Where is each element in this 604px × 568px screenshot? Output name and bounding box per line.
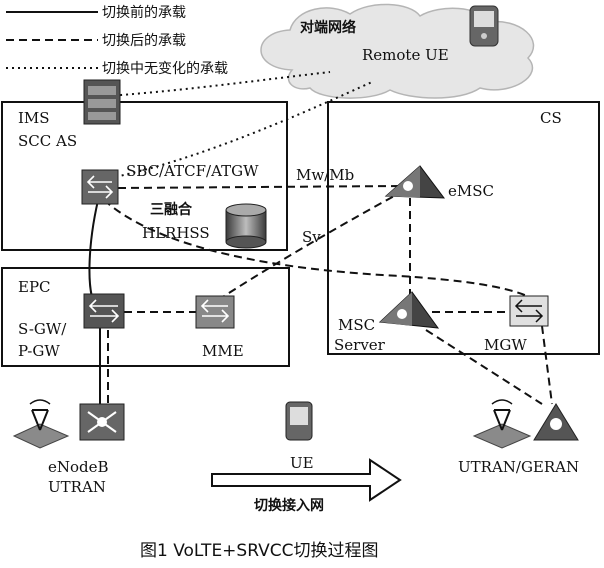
mgw-label: MGW (484, 336, 527, 354)
epc-title: EPC (18, 278, 51, 296)
sgw-pgw-switch-icon (83, 293, 125, 329)
scc-as-server-icon (83, 79, 121, 125)
ims-box (1, 101, 288, 251)
dashed-msc-utran (425, 329, 543, 405)
connections (88, 71, 553, 408)
hss-line2: HLRHSS (142, 224, 210, 242)
sbc-label: SBC/ATCF/ATGW (126, 162, 259, 180)
utran-geran-antenna-icon (472, 399, 532, 449)
mgw-gateway-icon (509, 295, 549, 327)
dashed-mw-mb (117, 185, 401, 189)
msc-server-triangle-icon (378, 291, 440, 329)
msc-line2: Server (334, 336, 386, 354)
epc-box (1, 267, 290, 367)
emsc-label: eMSC (448, 182, 494, 200)
scc-as-label: SCC AS (18, 132, 77, 150)
enodeb-antenna-icon (12, 399, 70, 449)
enodeb-router-icon (79, 403, 125, 441)
legend: 切换前的承载 切换后的承载 切换中无变化的承载 (6, 4, 228, 77)
mme-label: MME (202, 342, 244, 360)
hss-database-icon (225, 203, 267, 249)
cloud-title: 对端网络 (300, 19, 356, 36)
dashed-sv-mme-emsc (217, 193, 399, 301)
mme-switch-icon (195, 295, 235, 329)
sbc-switch-icon (81, 169, 119, 205)
legend-dashed-label: 切换后的承载 (102, 32, 186, 49)
remote-ue-phone-icon (469, 5, 499, 47)
mw-mb-label: Mw/Mb (296, 166, 354, 184)
emsc-triangle-icon (384, 165, 446, 199)
handover-arrow-icon (211, 458, 402, 502)
hss-line1: 三融合 (150, 201, 193, 218)
dashed-sbc-mgw (103, 199, 537, 301)
legend-solid-label: 切换前的承载 (102, 4, 186, 21)
cs-title: CS (540, 109, 562, 127)
enodeb-line1: eNodeB (48, 458, 109, 476)
remote-network-cloud: 对端网络 Remote UE (260, 3, 535, 99)
sgw-line1: S-GW/ (18, 320, 67, 338)
legend-dotted-label: 切换中无变化的承载 (102, 60, 228, 77)
figure-caption: 图1 VoLTE+SRVCC切换过程图 (140, 541, 378, 561)
msc-line1: MSC (338, 316, 375, 334)
dashed-mgw-utran (541, 325, 553, 405)
dotted-bearer-sbc-remote (109, 81, 373, 179)
enodeb-line2: UTRAN (48, 478, 106, 496)
handover-arrow-label: 切换接入网 (254, 497, 324, 514)
sv-label: Sv (302, 228, 321, 246)
utran-geran-base-icon (533, 403, 579, 441)
utran-geran-label: UTRAN/GERAN (458, 458, 579, 476)
ims-title: IMS (18, 109, 50, 127)
ue-label: UE (290, 454, 314, 472)
sgw-line2: P-GW (18, 342, 60, 360)
remote-ue-label: Remote UE (362, 46, 449, 64)
ue-phone-icon (285, 401, 313, 441)
